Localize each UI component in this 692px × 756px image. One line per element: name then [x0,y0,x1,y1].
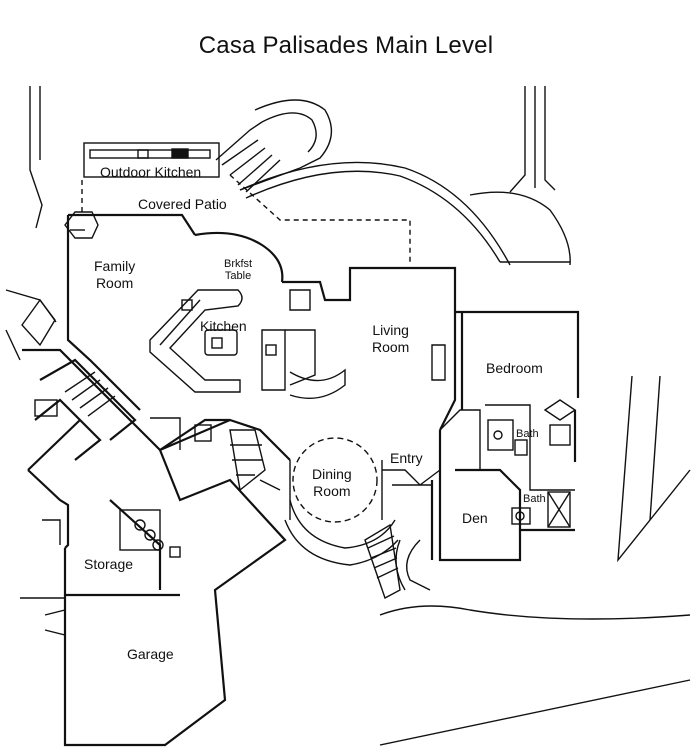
site-boundary-right [379,86,691,746]
outdoor-kitchen-counter [83,142,220,178]
label-entry: Entry [390,450,423,466]
label-den: Den [462,510,488,526]
exterior-stair [215,99,333,193]
label-bedroom: Bedroom [486,360,543,376]
site-boundary-left [5,86,57,361]
label-storage: Storage [84,556,134,572]
covered-patio-outline [81,174,411,265]
bath-fixtures [439,399,577,528]
den-wing [430,430,575,562]
label-family-room: Family Room [94,258,136,291]
house-walls [66,213,580,462]
label-outdoor-kitchen: Outdoor Kitchen [100,164,202,180]
label-kitchen: Kitchen [200,318,247,334]
label-garage: Garage [127,646,174,662]
service-wing-details [20,298,281,636]
service-wing [22,348,291,747]
plan-title: Casa Palisades Main Level [198,32,494,59]
label-bath-lower: Bath [523,493,546,505]
label-dining-room: Dining Room [312,466,352,499]
family-room-bay [64,211,99,239]
terrace-curve [239,161,571,266]
den-exterior [395,539,431,591]
label-bath-upper: Bath [516,428,539,440]
label-living-room: Living Room [372,322,410,355]
label-brkfst-table: Brkfst Table [224,258,253,282]
central-partitions [285,289,446,399]
label-covered-patio: Covered Patio [138,196,227,212]
entry-stair [364,469,441,600]
dining-round [284,437,399,566]
kitchen-counters [149,289,286,393]
